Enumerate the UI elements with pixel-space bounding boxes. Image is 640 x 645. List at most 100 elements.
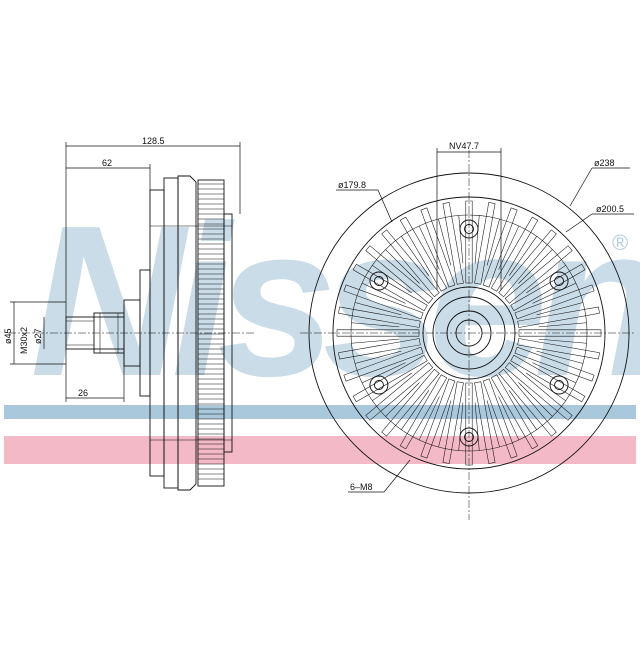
leader-fin-diameter bbox=[565, 213, 593, 233]
front-fin bbox=[517, 338, 600, 360]
side-fins bbox=[198, 183, 224, 480]
dim-overall-length: 128.5 bbox=[142, 136, 165, 146]
dim-inner-ring: ø179.8 bbox=[338, 180, 366, 190]
front-fin-gap bbox=[498, 396, 520, 441]
side-view: 128.5 62 26 ø45 M30x2 ø27 bbox=[3, 136, 255, 491]
bolt-hole-outer bbox=[549, 375, 569, 395]
front-fin bbox=[420, 207, 456, 288]
front-fin-gap bbox=[438, 218, 452, 266]
front-fin bbox=[338, 306, 421, 328]
front-fin bbox=[365, 362, 434, 421]
front-fin bbox=[343, 346, 424, 382]
front-fin bbox=[474, 202, 496, 285]
front-fin bbox=[482, 378, 518, 459]
front-fin-gap bbox=[518, 249, 553, 284]
outer-circle bbox=[308, 172, 630, 494]
front-fin-gap bbox=[372, 372, 412, 401]
front-fin bbox=[465, 382, 473, 466]
front-fin-gap bbox=[401, 390, 430, 430]
front-fin bbox=[338, 338, 421, 360]
hub-ring-inner bbox=[446, 310, 492, 356]
front-fin bbox=[490, 216, 539, 292]
front-fin-gap bbox=[361, 362, 406, 384]
front-fin-gap bbox=[532, 362, 577, 384]
inner-ring-circle bbox=[350, 214, 588, 452]
fin-cap bbox=[223, 213, 233, 453]
front-fin-gap bbox=[354, 302, 402, 316]
front-fin-gap bbox=[518, 382, 553, 417]
front-fin-gap bbox=[498, 225, 520, 270]
front-fin bbox=[352, 354, 428, 403]
front-fin bbox=[399, 216, 448, 292]
front-fin bbox=[381, 229, 440, 298]
front-fins bbox=[336, 200, 602, 466]
front-fin bbox=[504, 245, 573, 304]
leader-body-diameter bbox=[569, 167, 593, 207]
front-fin bbox=[474, 381, 496, 464]
front-fin-gap bbox=[385, 249, 420, 284]
front-fin-gap bbox=[486, 218, 500, 266]
leader-inner-ring-arrow bbox=[377, 189, 393, 223]
hub-ring-mid bbox=[432, 296, 506, 370]
dim-thread: M30x2 bbox=[19, 327, 29, 354]
front-fin-gap bbox=[354, 350, 402, 364]
front-fin-gap bbox=[536, 302, 584, 316]
front-fin-gap bbox=[526, 372, 566, 401]
bolt-hole-inner bbox=[554, 380, 565, 390]
front-fin-gap bbox=[418, 225, 440, 270]
body-rim bbox=[177, 175, 197, 491]
front-fin bbox=[504, 362, 573, 421]
hub-ring-outer bbox=[422, 286, 516, 380]
front-fin-gap bbox=[458, 402, 464, 451]
front-fin-gap bbox=[372, 265, 412, 294]
watermark-registered-mark: ® bbox=[612, 230, 628, 255]
hub-bore bbox=[455, 319, 483, 347]
front-fin bbox=[514, 346, 595, 382]
front-fin bbox=[442, 381, 464, 464]
front-fin bbox=[514, 284, 595, 320]
front-fin bbox=[518, 329, 602, 337]
front-fin bbox=[498, 368, 557, 437]
front-fin-gap bbox=[474, 402, 480, 451]
front-fin bbox=[343, 284, 424, 320]
front-fin-gap bbox=[474, 215, 480, 264]
front-fin-gap bbox=[438, 400, 452, 448]
front-fin bbox=[399, 374, 448, 450]
front-fin-gap bbox=[536, 350, 584, 364]
fin-circle bbox=[332, 196, 606, 470]
front-fin bbox=[465, 200, 473, 284]
bolt-hole-inner bbox=[464, 224, 474, 234]
dim-bolts: 6–M8 bbox=[350, 482, 373, 492]
bolt-hole-outer bbox=[549, 271, 569, 291]
watermark-blue-band bbox=[4, 405, 636, 419]
front-fin bbox=[381, 368, 440, 437]
front-fin bbox=[420, 378, 456, 459]
front-fin-gap bbox=[532, 282, 577, 304]
bolt-hole-outer bbox=[459, 427, 479, 447]
bolt-hole-outer bbox=[369, 375, 389, 395]
front-fin-gap bbox=[401, 236, 430, 276]
front-view: NV47.7 ø238 ø200.5 ø179.8 6–M8 bbox=[300, 141, 636, 520]
dim-outer-diameter: ø45 bbox=[3, 328, 13, 344]
leader-bolts bbox=[383, 459, 411, 493]
bolt-hole-inner bbox=[373, 380, 384, 390]
front-fin bbox=[365, 245, 434, 304]
dim-shaft-length: 26 bbox=[78, 388, 88, 398]
front-fin bbox=[490, 374, 539, 450]
dim-hub-length: 62 bbox=[102, 158, 112, 168]
bolt-hole-inner bbox=[464, 432, 474, 442]
front-fin bbox=[517, 306, 600, 328]
bolt-holes bbox=[369, 219, 569, 447]
front-fin-gap bbox=[351, 322, 400, 328]
bolt-hole-inner bbox=[554, 276, 565, 286]
dim-nut-size: NV47.7 bbox=[449, 141, 479, 151]
front-fin bbox=[336, 329, 420, 337]
front-fin-gap bbox=[526, 265, 566, 294]
front-fin bbox=[482, 207, 518, 288]
front-fin bbox=[442, 202, 464, 285]
dim-fin-diameter: ø200.5 bbox=[596, 204, 624, 214]
front-fin bbox=[498, 229, 557, 298]
front-fin-gap bbox=[458, 215, 464, 264]
